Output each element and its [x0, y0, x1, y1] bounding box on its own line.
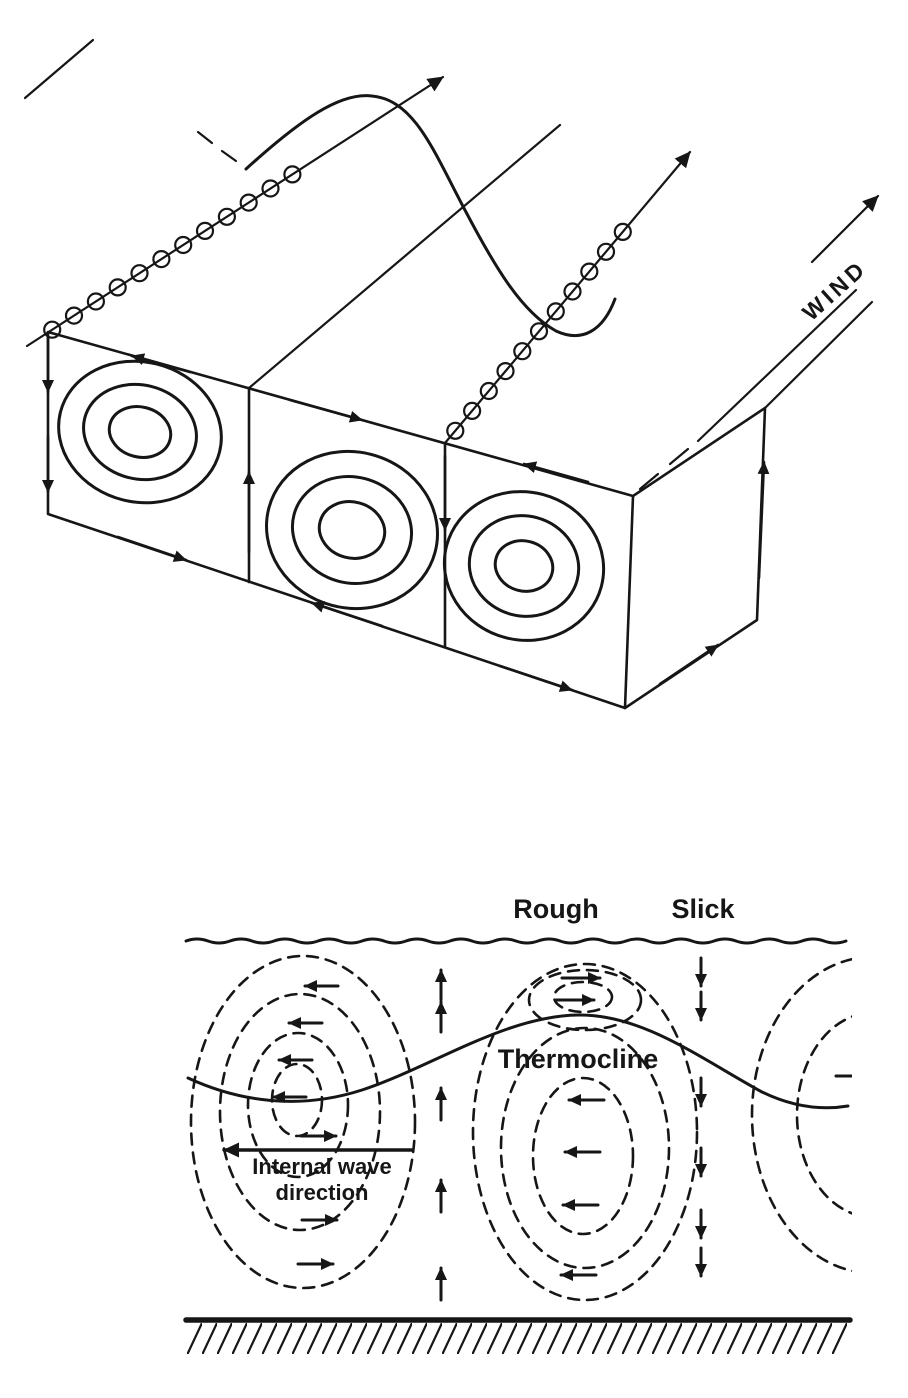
rough-label: Rough — [513, 894, 598, 924]
thermocline-curve — [186, 1013, 850, 1110]
windrow-line-1 — [25, 75, 445, 348]
right-circulation-cell — [750, 957, 852, 1273]
left-cell-flow-arrows — [271, 980, 340, 1270]
cell-1-loops — [57, 359, 223, 505]
cell-3-loops — [442, 490, 606, 642]
slick-label: Slick — [671, 894, 735, 924]
left-circulation-cell — [189, 954, 417, 1290]
wind-arrow — [810, 194, 880, 264]
wind-label: WIND — [797, 255, 872, 326]
windrow-bubble-coils — [446, 222, 632, 440]
langmuir-circulation-figure: WIND — [23, 38, 880, 710]
internal-wave-direction-label-line1: Internal wave — [252, 1154, 391, 1179]
middle-circulation-cell — [471, 962, 699, 1302]
middle-cell-flow-arrows — [554, 972, 606, 1281]
cell-2-loops — [265, 449, 439, 611]
internal-wave-direction-label-line2: direction — [276, 1180, 369, 1205]
seabed-hatching — [187, 1323, 847, 1354]
flow-direction-arrows — [42, 336, 770, 692]
cell-streamlines — [57, 359, 606, 642]
spiral-streamline — [196, 94, 617, 337]
windrow-line-2 — [443, 150, 692, 445]
surface-streak-lines — [23, 38, 874, 491]
internal-wave-figure: Rough Slick Thermocline — [183, 894, 853, 1354]
sea-surface-line — [184, 937, 848, 945]
windrow-bubble-coils — [43, 165, 302, 339]
internal-wave-direction: Internal wave direction — [222, 1142, 414, 1205]
